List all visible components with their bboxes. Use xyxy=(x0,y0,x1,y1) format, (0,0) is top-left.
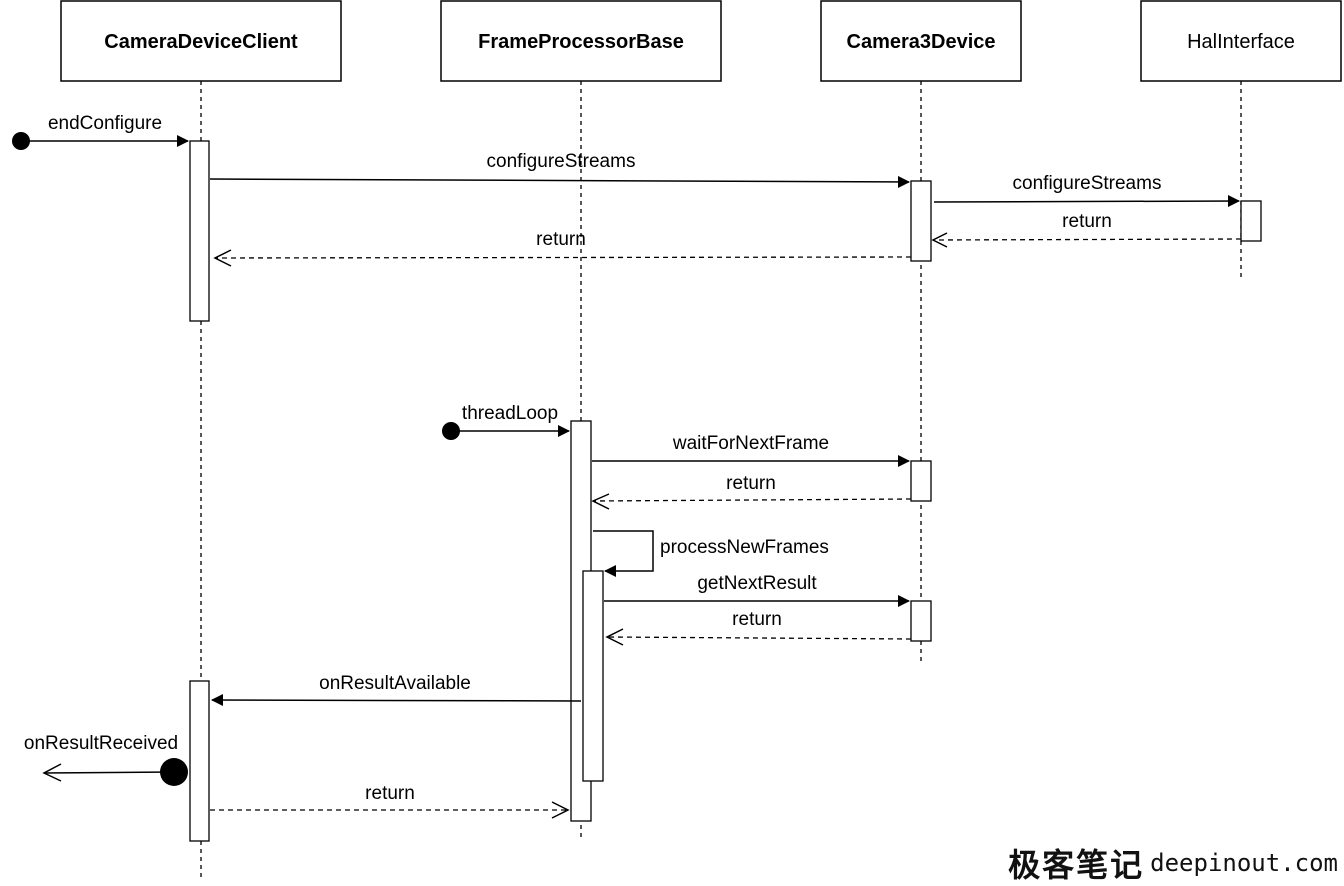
arrow-line xyxy=(43,771,175,774)
message-label: return xyxy=(536,229,586,250)
watermark: 极客笔记 deepinout.com xyxy=(1008,844,1338,884)
arrow-head xyxy=(605,628,624,646)
activation-bar xyxy=(189,680,210,842)
arrow-head xyxy=(213,249,232,267)
arrow-line xyxy=(211,694,582,707)
watermark-domain-text: deepinout.com xyxy=(1150,849,1338,877)
message-label: configureStreams xyxy=(487,151,636,172)
message-label: configureStreams xyxy=(1013,173,1162,194)
message-label: return xyxy=(732,609,782,630)
message-label: endConfigure xyxy=(48,113,162,134)
activation-bar xyxy=(582,570,604,782)
participant-hal-interface: HalInterface xyxy=(1140,0,1342,82)
activation-bar xyxy=(1240,200,1262,242)
message-thread-loop: threadLoop xyxy=(442,403,570,440)
message-return-hal: return xyxy=(931,211,1242,248)
participant-camera3-device: Camera3Device xyxy=(820,0,1022,82)
participant-frame-processor-base: FrameProcessorBase xyxy=(440,0,722,82)
watermark-cjk-text: 极客笔记 xyxy=(1008,846,1145,884)
arrow-head xyxy=(931,232,948,248)
message-label: getNextResult xyxy=(697,573,817,594)
message-configure-streams-2: configureStreams xyxy=(933,173,1240,208)
message-wait-for-next-frame: waitForNextFrame xyxy=(592,433,910,467)
participant-label: FrameProcessorBase xyxy=(478,31,684,53)
message-label: waitForNextFrame xyxy=(672,433,829,454)
participant-label: HalInterface xyxy=(1187,31,1295,53)
activation-bar xyxy=(910,600,932,642)
message-on-result-available: onResultAvailable xyxy=(211,673,582,707)
message-label: processNewFrames xyxy=(660,537,829,558)
message-label: onResultReceived xyxy=(24,733,178,754)
arrow-head xyxy=(42,763,62,782)
message-return-result: return xyxy=(605,609,912,646)
message-label: return xyxy=(726,473,776,494)
message-on-result-received: onResultReceived xyxy=(24,733,188,786)
message-process-new-frames: processNewFrames xyxy=(593,530,829,577)
message-label: return xyxy=(365,783,415,804)
message-configure-streams-1: configureStreams xyxy=(209,151,910,188)
activation-bar xyxy=(189,140,210,322)
arrow-line xyxy=(933,238,1242,241)
arrow-head xyxy=(591,493,610,510)
message-return-final: return xyxy=(210,783,570,819)
message-return-wait: return xyxy=(591,473,912,510)
arrow-line xyxy=(593,498,912,502)
participant-camera-device-client: CameraDeviceClient xyxy=(60,0,342,82)
participant-label: Camera3Device xyxy=(847,31,996,53)
arrow-line xyxy=(607,636,912,640)
arrow-line xyxy=(214,256,912,259)
activation-bar xyxy=(910,180,932,262)
activation-bar xyxy=(910,460,932,502)
arrow-line xyxy=(209,175,910,188)
message-label: return xyxy=(1062,211,1112,232)
arrow-head xyxy=(551,801,570,819)
message-get-next-result: getNextResult xyxy=(604,573,910,607)
message-label: threadLoop xyxy=(462,403,558,424)
arrow-line xyxy=(933,195,1240,208)
message-return-cam3: return xyxy=(213,229,912,267)
arrow-line xyxy=(593,530,654,577)
message-label: onResultAvailable xyxy=(319,673,471,694)
participant-label: CameraDeviceClient xyxy=(104,31,298,53)
message-end-configure: endConfigure xyxy=(12,113,189,150)
